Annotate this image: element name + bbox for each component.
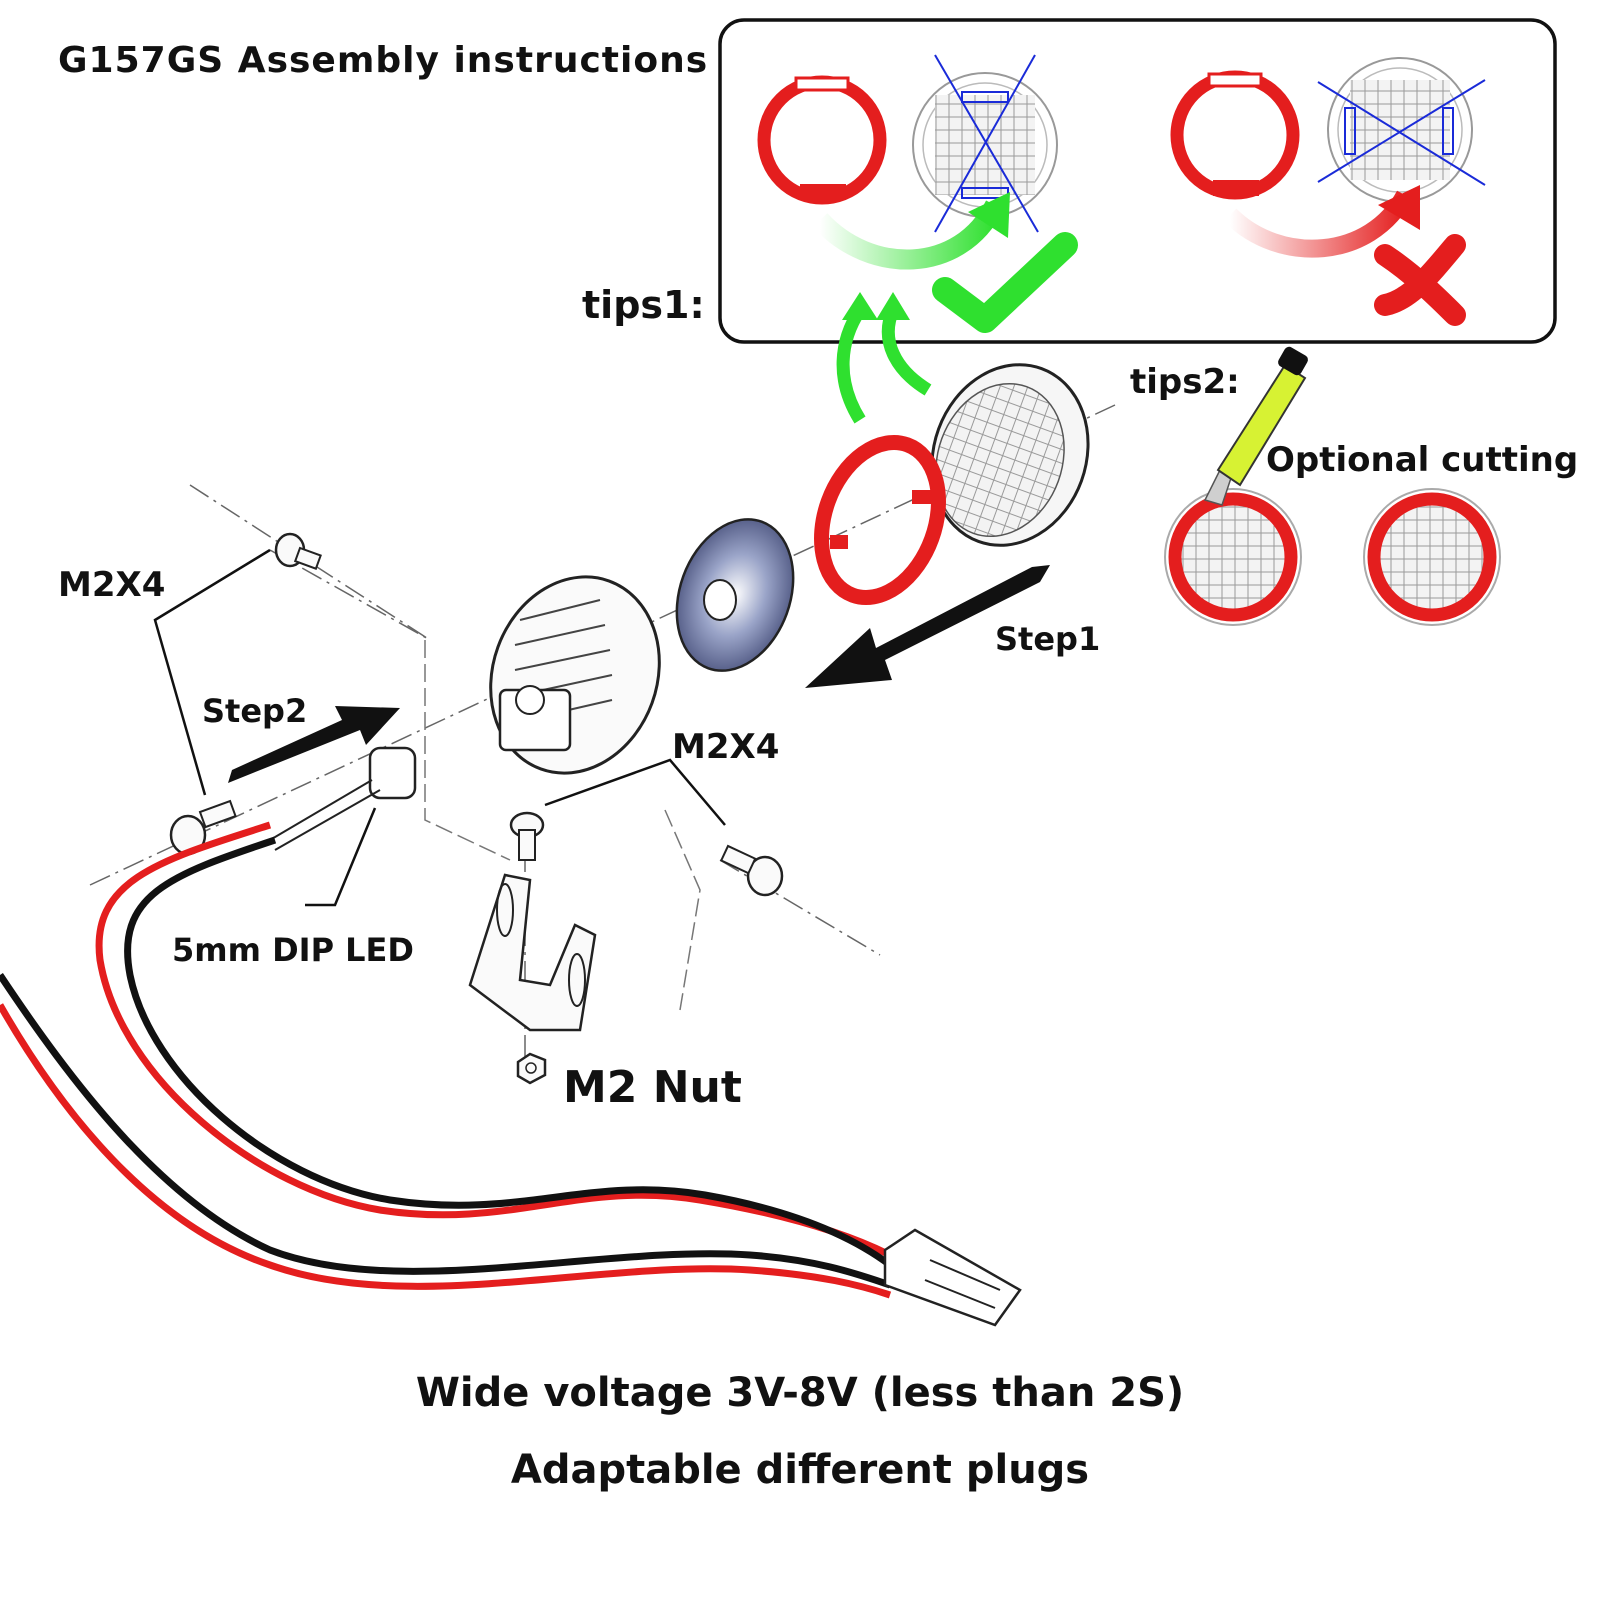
screw-top <box>274 532 322 570</box>
correct-ring <box>757 75 887 205</box>
wrong-arrow <box>1223 190 1413 258</box>
dip-led <box>269 746 417 851</box>
fresnel-lens <box>930 363 1090 547</box>
nut <box>516 1052 547 1085</box>
screw-mid <box>509 811 545 861</box>
up-arrow-ring <box>836 306 866 424</box>
wire-black-bottom <box>0 973 892 1289</box>
wire-black-top <box>124 836 893 1268</box>
wire-red-top <box>95 821 892 1259</box>
wrong-ring <box>1170 70 1300 200</box>
screw-right-label: M2X4 <box>672 727 780 767</box>
cross-icon <box>1374 234 1466 326</box>
step2-arrow <box>228 706 400 783</box>
knife-icon <box>1203 346 1308 506</box>
footer-plugs: Adaptable different plugs <box>510 1447 1090 1493</box>
screw-left <box>169 799 237 856</box>
check-icon <box>932 232 1078 333</box>
reflector <box>675 518 795 672</box>
cut-ring-left <box>1164 488 1302 626</box>
correct-arrow <box>812 200 1004 270</box>
step2-label: Step2 <box>202 692 308 730</box>
optional-cutting-label: Optional cutting <box>1266 440 1579 480</box>
wire-red-bottom <box>0 1003 892 1299</box>
footer-voltage: Wide voltage 3V-8V (less than 2S) <box>415 1370 1185 1416</box>
step1-arrow <box>805 565 1050 688</box>
red-ring-part <box>814 435 946 605</box>
wrong-lens <box>1317 57 1486 203</box>
dip-led-label: 5mm DIP LED <box>172 931 414 969</box>
bracket <box>468 873 597 1032</box>
tips2-label: tips2: <box>1130 362 1240 402</box>
plug <box>883 1228 1022 1327</box>
tips1-label: tips1: <box>582 283 705 327</box>
page-title: G157GS Assembly instructions <box>58 40 709 81</box>
nut-label: M2 Nut <box>563 1062 742 1113</box>
housing <box>489 575 661 775</box>
correct-lens <box>912 54 1058 233</box>
step1-label: Step1 <box>995 620 1101 658</box>
screw-right <box>719 844 784 897</box>
screw-left-label: M2X4 <box>58 565 166 605</box>
cut-ring-right <box>1363 488 1501 626</box>
